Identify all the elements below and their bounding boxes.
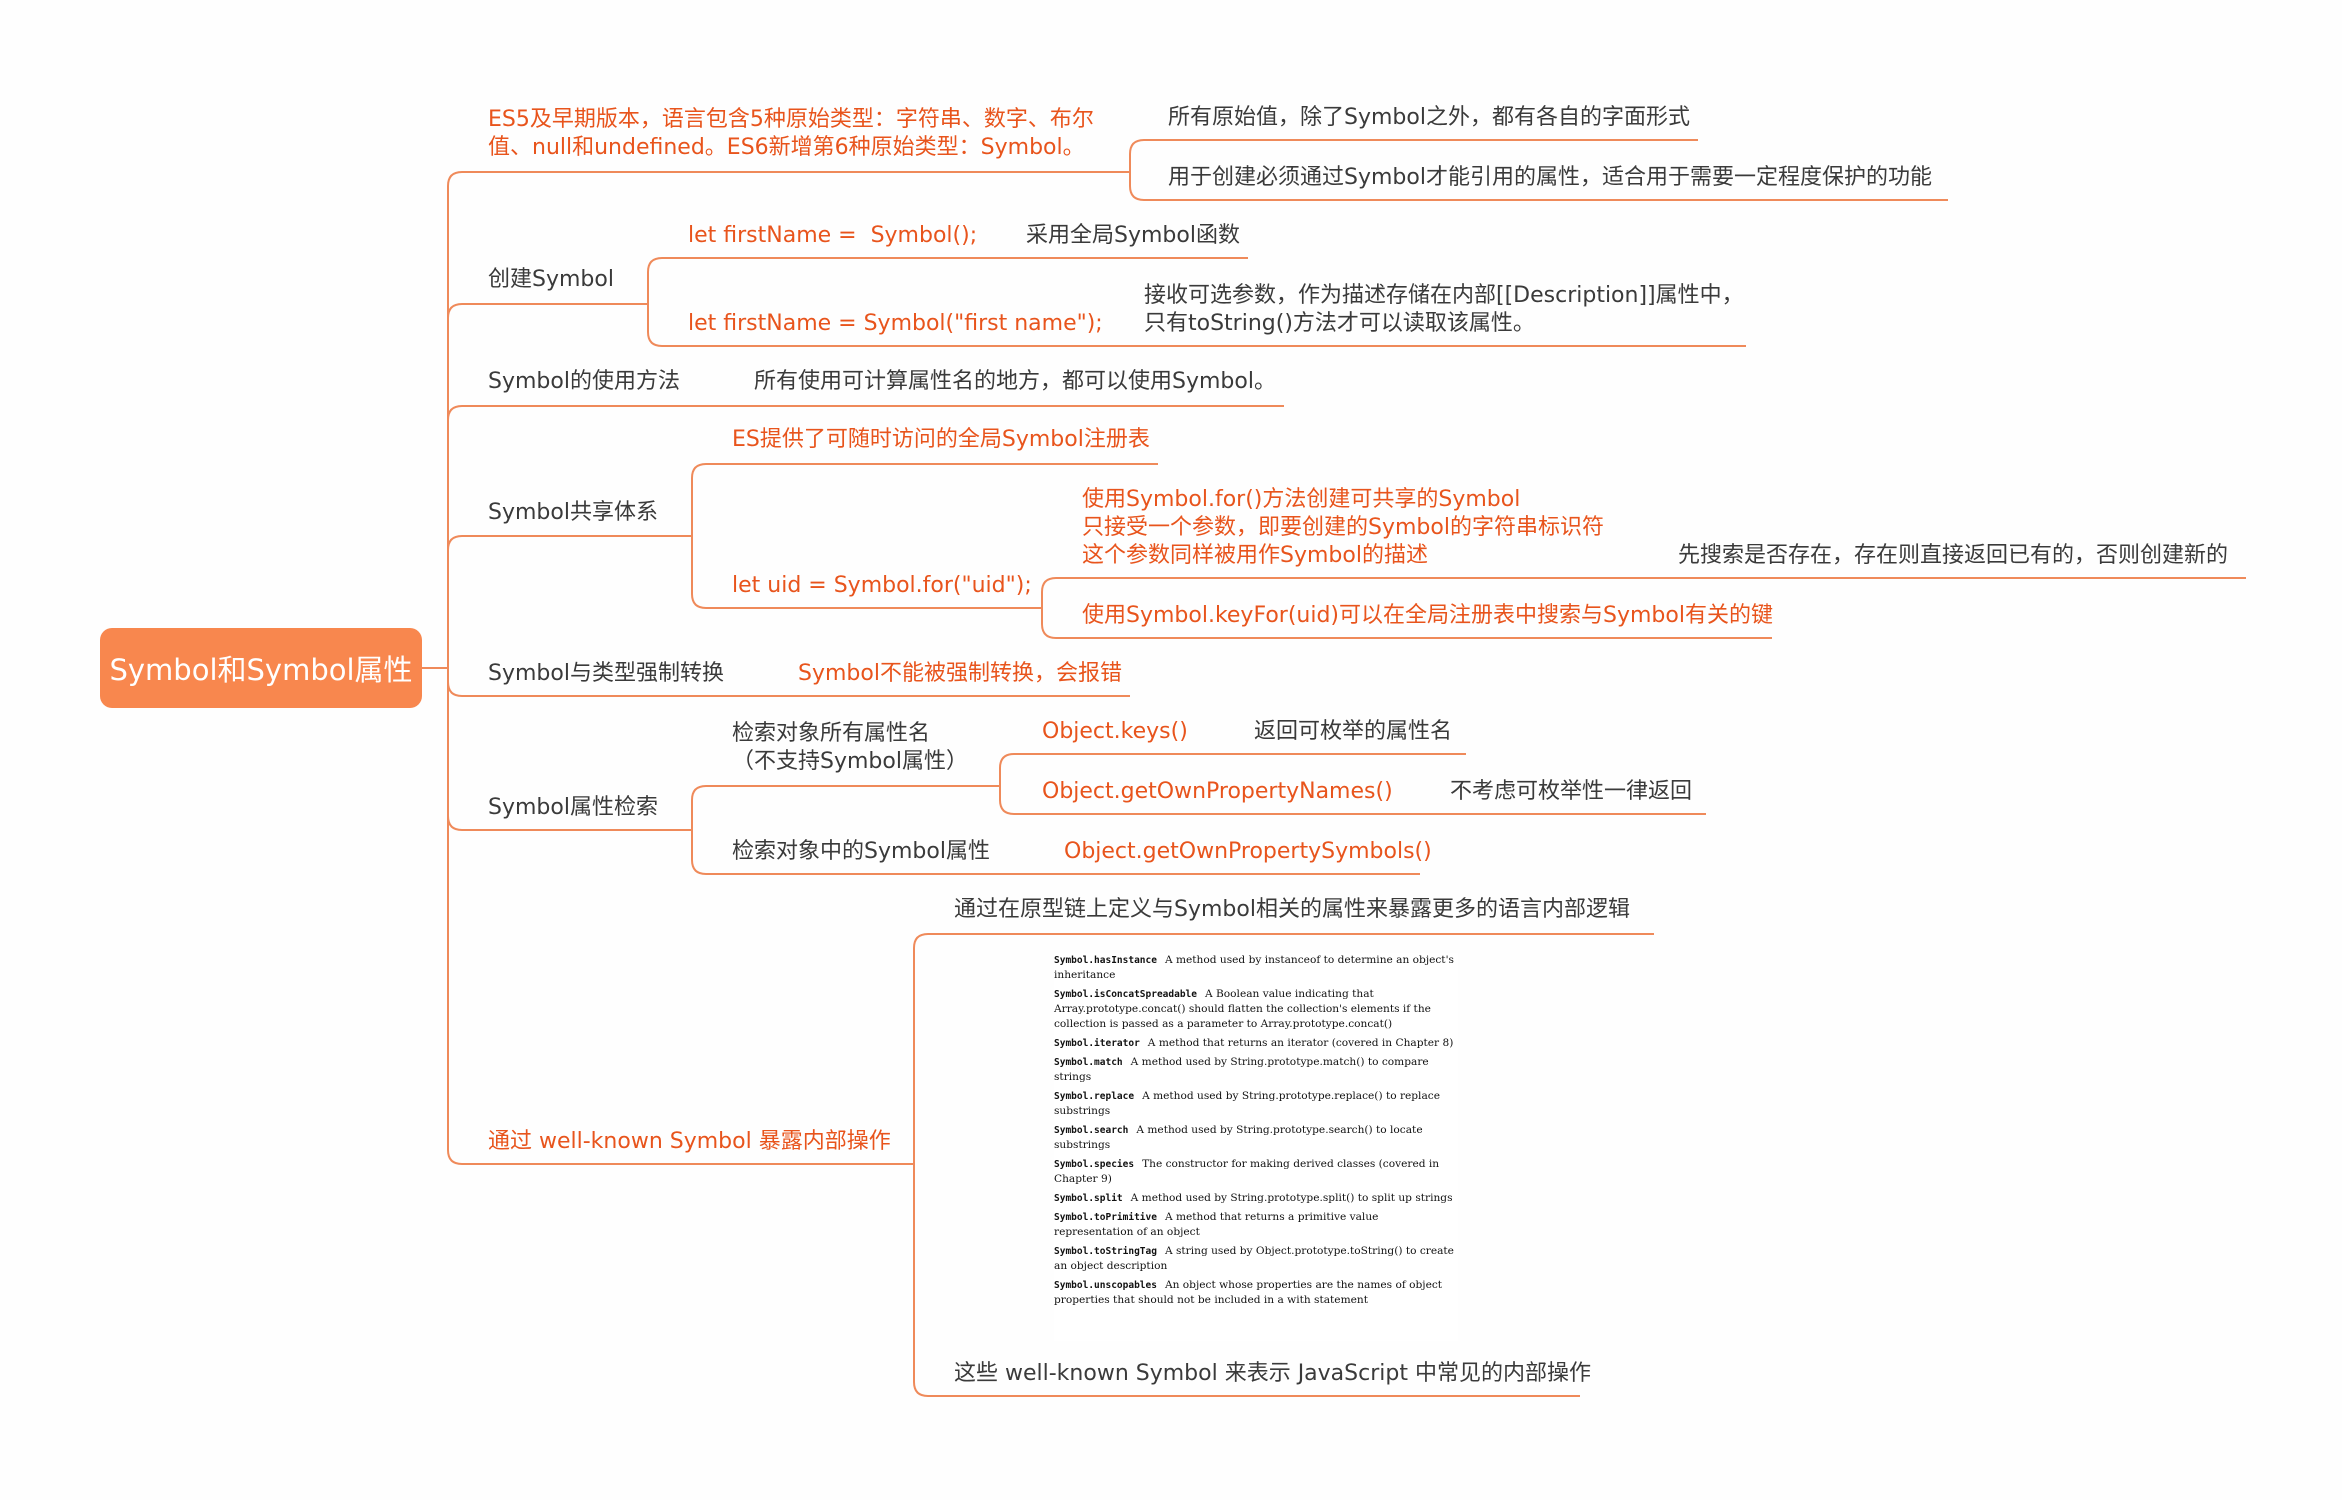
node-retrieval-own-names[interactable]: Object.getOwnPropertyNames() (1042, 779, 1393, 804)
node-wellknown-note1[interactable]: 通过在原型链上定义与Symbol相关的属性来暴露更多的语言内部逻辑 (954, 897, 1630, 922)
main-curve (447, 303, 463, 319)
main-curve (447, 681, 463, 697)
root-title: Symbol和Symbol属性 (109, 653, 413, 687)
b-prim-curve (1129, 185, 1145, 201)
b-share-curve (691, 593, 707, 609)
node-sharing[interactable]: Symbol共享体系 (488, 500, 658, 525)
node-sharing-for-note[interactable]: 先搜索是否存在，存在则直接返回已有的，否则创建新的 (1678, 543, 2229, 568)
wellknown-doc-key: Symbol.replace (1054, 1091, 1135, 1102)
b-retr-curve (691, 859, 707, 875)
node-primitives[interactable]: ES5及早期版本，语言包含5种原始类型：字符串、数字、布尔 值、null和und… (488, 107, 1094, 160)
wellknown-doc-key: Symbol.toStringTag (1054, 1246, 1157, 1257)
main-curve (447, 815, 463, 831)
wellknown-doc-desc: A method used by instanceof to determine… (1054, 954, 1454, 981)
node-usage-note[interactable]: 所有使用可计算属性名的地方，都可以使用Symbol。 (754, 369, 1276, 394)
b-share-curve (691, 463, 707, 479)
node-coercion[interactable]: Symbol与类型强制转换 (488, 661, 724, 686)
wellknown-doc-desc: A method that returns a primitive value … (1054, 1211, 1379, 1238)
wellknown-doc-desc: A method used by String.prototype.split(… (1130, 1192, 1453, 1204)
node-retrieval-own-names-note[interactable]: 不考虑可枚举性一律返回 (1450, 779, 1693, 804)
b-create-curve (647, 331, 663, 347)
b-wk-curve (913, 1381, 929, 1397)
wellknown-doc-entry: Symbol.split A method used by String.prot… (1054, 1191, 1458, 1206)
main-curve (447, 535, 463, 551)
node-sharing-for-desc[interactable]: 使用Symbol.for()方法创建可共享的Symbol 只接受一个参数，即要创… (1082, 487, 1604, 568)
wellknown-doc-key: Symbol.toPrimitive (1054, 1212, 1157, 1223)
wellknown-doc-desc: A method that returns an iterator (cover… (1147, 1037, 1454, 1049)
wellknown-doc-key: Symbol.hasInstance (1054, 955, 1157, 966)
node-retrieval-all-names[interactable]: 检索对象所有属性名 （不支持Symbol属性） (732, 721, 968, 774)
wellknown-doc-desc: A method used by String.prototype.match(… (1054, 1056, 1429, 1083)
wellknown-doc-desc: A method used by String.prototype.search… (1054, 1124, 1423, 1151)
wellknown-doc-desc: A string used by Object.prototype.toStri… (1054, 1245, 1454, 1272)
node-create-code2[interactable]: let firstName = Symbol("first name"); (688, 311, 1103, 336)
b-wk-curve (913, 933, 929, 949)
node-retrieval-keys-note[interactable]: 返回可枚举的属性名 (1254, 719, 1453, 744)
wellknown-doc-key: Symbol.search (1054, 1125, 1129, 1136)
wellknown-doc-key: Symbol.isConcatSpreadable (1054, 989, 1197, 1000)
wellknown-doc-desc: A method used by String.prototype.replac… (1054, 1090, 1440, 1117)
main-curve (447, 171, 463, 187)
node-primitives-protect[interactable]: 用于创建必须通过Symbol才能引用的属性，适合用于需要一定程度保护的功能 (1168, 165, 1932, 190)
node-sharing-registry[interactable]: ES提供了可随时访问的全局Symbol注册表 (732, 427, 1150, 452)
b-retr2-curve (999, 753, 1015, 769)
b-create-curve (647, 257, 663, 273)
wellknown-doc-key: Symbol.iterator (1054, 1038, 1140, 1049)
wellknown-doc-key: Symbol.unscopables (1054, 1280, 1157, 1291)
main-curve (447, 405, 463, 421)
b-share2-curve (1041, 577, 1057, 593)
node-retrieval-symbol-props[interactable]: 检索对象中的Symbol属性 (732, 839, 990, 864)
wellknown-doc-desc: A Boolean value indicating that Array.pr… (1054, 988, 1431, 1030)
wellknown-doc-key: Symbol.match (1054, 1057, 1123, 1068)
wellknown-doc-desc: An object whose properties are the names… (1054, 1279, 1443, 1306)
node-retrieval[interactable]: Symbol属性检索 (488, 795, 658, 820)
node-create-code1[interactable]: let firstName = Symbol(); (688, 223, 978, 248)
wellknown-doc-key: Symbol.split (1054, 1193, 1123, 1204)
main-curve (447, 1149, 463, 1165)
b-retr-curve (691, 785, 707, 801)
node-primitives-literal[interactable]: 所有原始值，除了Symbol之外，都有各自的字面形式 (1168, 105, 1690, 130)
b-share2-curve (1041, 623, 1057, 639)
node-retrieval-keys[interactable]: Object.keys() (1042, 719, 1188, 744)
node-retrieval-own-symbols[interactable]: Object.getOwnPropertySymbols() (1064, 839, 1432, 864)
node-create-code2-note[interactable]: 接收可选参数，作为描述存储在内部[[Description]]属性中， 只有to… (1144, 283, 1744, 336)
wellknown-doc-desc: The constructor for making derived class… (1054, 1158, 1440, 1185)
node-sharing-keyfor[interactable]: 使用Symbol.keyFor(uid)可以在全局注册表中搜索与Symbol有关… (1082, 603, 1773, 628)
node-wellknown-note2[interactable]: 这些 well-known Symbol 来表示 JavaScript 中常见的… (954, 1361, 1591, 1386)
node-coercion-note[interactable]: Symbol不能被强制转换，会报错 (798, 661, 1122, 686)
wellknown-doc-key: Symbol.species (1054, 1159, 1135, 1170)
node-wellknown[interactable]: 通过 well-known Symbol 暴露内部操作 (488, 1129, 891, 1154)
root-node[interactable]: Symbol和Symbol属性 (100, 628, 422, 708)
node-create-code1-note[interactable]: 采用全局Symbol函数 (1026, 223, 1240, 248)
node-usage[interactable]: Symbol的使用方法 (488, 369, 680, 394)
b-retr2-curve (999, 799, 1015, 815)
b-prim-curve (1129, 139, 1145, 155)
node-sharing-code[interactable]: let uid = Symbol.for("uid"); (732, 573, 1032, 598)
node-create-symbol[interactable]: 创建Symbol (488, 267, 614, 292)
wellknown-doc-entry: Symbol.iterator A method that returns an … (1054, 1036, 1458, 1051)
